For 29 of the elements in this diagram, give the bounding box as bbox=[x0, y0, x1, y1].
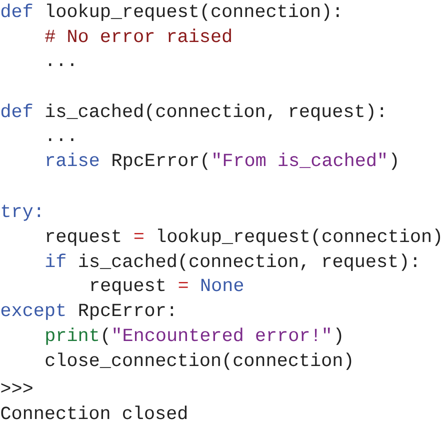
code-keyword: except bbox=[1, 304, 65, 320]
code-text: >>> bbox=[1, 383, 32, 393]
code-keyword: raise bbox=[46, 152, 99, 166]
code-text: lookup_request(connection): bbox=[47, 4, 339, 21]
code-text: ( bbox=[103, 328, 108, 345]
code-text: request bbox=[91, 278, 164, 295]
code-text: RpcError: bbox=[79, 304, 173, 320]
code-text: Connection closed bbox=[1, 406, 187, 420]
string-literal: "Encountered error!" bbox=[114, 328, 330, 342]
code-text: request bbox=[46, 230, 120, 246]
code-keyword: if bbox=[46, 254, 66, 267]
code-comment: # No error raised bbox=[45, 28, 231, 42]
code-text: ) bbox=[336, 328, 342, 345]
code-text: RpcError( bbox=[112, 152, 208, 170]
code-text: ) bbox=[392, 152, 397, 170]
code-text: ... bbox=[49, 138, 74, 141]
code-keyword: try: bbox=[2, 204, 40, 221]
code-text: close_connection(connection) bbox=[46, 352, 352, 370]
code-text: is_cached(connection, request): bbox=[79, 254, 416, 271]
code-text: is_cached(connection, request): bbox=[46, 104, 383, 121]
code-keyword: None bbox=[201, 278, 244, 292]
code-text: ... bbox=[49, 63, 74, 66]
code-keyword: def bbox=[1, 104, 32, 118]
string-literal: "From is_cached" bbox=[214, 152, 386, 168]
operator: = bbox=[178, 282, 188, 288]
code-text: lookup_request(connection) bbox=[158, 228, 440, 246]
operator: = bbox=[134, 232, 144, 239]
builtin-name: print bbox=[46, 328, 98, 345]
code-keyword: def bbox=[1, 4, 32, 18]
